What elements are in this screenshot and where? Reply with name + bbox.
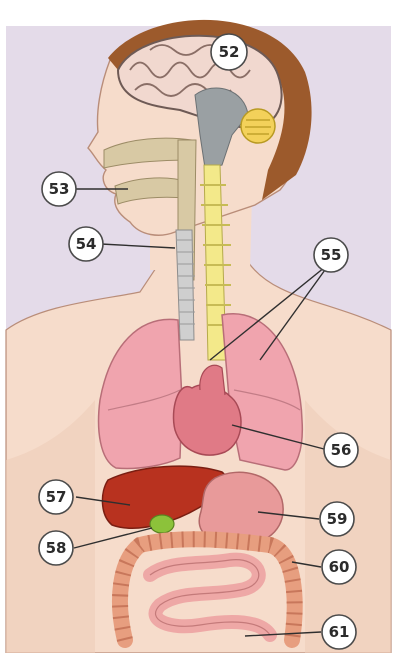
label-52: 52 <box>211 34 247 70</box>
svg-text:55: 55 <box>321 246 342 264</box>
label-56: 56 <box>324 433 358 467</box>
cerebellum <box>241 109 275 143</box>
svg-text:61: 61 <box>329 623 350 641</box>
label-58: 58 <box>39 531 73 565</box>
label-57: 57 <box>39 480 73 514</box>
label-61: 61 <box>322 615 356 649</box>
svg-text:58: 58 <box>46 539 67 557</box>
svg-text:53: 53 <box>49 180 70 198</box>
label-60: 60 <box>322 550 356 584</box>
svg-text:60: 60 <box>329 558 350 576</box>
label-54: 54 <box>69 227 103 261</box>
label-59: 59 <box>320 502 354 536</box>
svg-text:52: 52 <box>219 43 240 61</box>
gallbladder <box>150 515 174 533</box>
label-55: 55 <box>314 238 348 272</box>
svg-text:54: 54 <box>76 235 97 253</box>
svg-text:59: 59 <box>327 510 348 528</box>
svg-text:57: 57 <box>46 488 67 506</box>
svg-text:56: 56 <box>331 441 352 459</box>
label-53: 53 <box>42 172 76 206</box>
